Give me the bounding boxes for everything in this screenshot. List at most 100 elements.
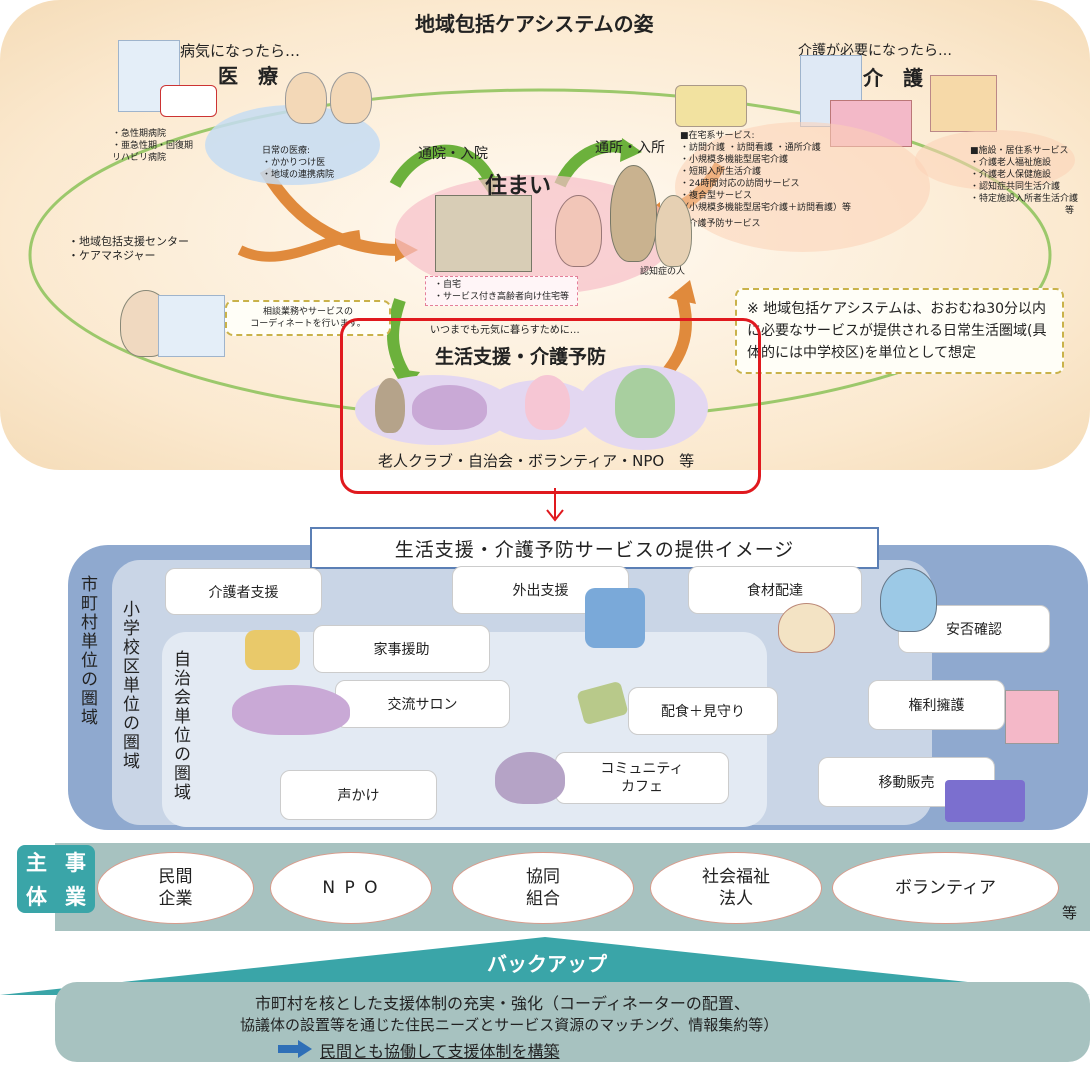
medical-prompt: 病気になったら… [180,42,301,60]
service-greeting: 声かけ [280,770,437,820]
home-service-item: （小規模多機能型居宅介護＋訪問看護）等 [680,203,852,213]
daily-medical: 日常の医療: ・かかりつけ医 ・地域の連携病院 [262,145,334,181]
page-title: 地域包括ケアシステムの姿 [415,12,654,36]
daily-medical-title: 日常の医療: [262,146,311,156]
delivery-cart-icon [778,603,835,653]
home-service-item: ・訪問介護 ・訪問看護 ・通所介護 [680,143,821,153]
hospital-list: ・急性期病院 ・亜急性期・回復期 リハビリ病院 [112,128,193,164]
daily-medical-item: ・かかりつけ医 [262,158,326,168]
operators-label: 主 事 体 業 [17,845,95,913]
facility-service-item: ・介護老人福祉施設 [970,158,1052,168]
prevention-label: 生活支援・介護予防 [435,346,607,368]
house-icon [435,195,532,272]
facility-service-item: ・特定施設入所者生活介護 [970,194,1079,204]
care-home-icon [930,75,997,132]
home-service-item: ・複合型サービス [680,191,753,201]
service-housework: 家事援助 [313,625,490,673]
operators-label-char: 業 [65,885,86,909]
prevention-prompt: いつまでも元気に暮らすために… [430,325,580,336]
vacuum-icon [245,630,300,670]
backup-title: バックアップ [487,952,607,976]
orange-arrow-mid [237,230,361,262]
operator-cooperative: 協同 組合 [452,852,634,924]
ambulance-icon [160,85,217,117]
facility-service-item: ■施設・居住系サービス [970,146,1069,156]
service-meal-watch: 配食＋見守り [628,687,778,735]
commute-left-label: 通院・入院 [418,146,488,162]
green-arrow-left [389,144,496,189]
facility-bubble [915,130,1075,190]
salon-group-icon [232,685,350,735]
support-center-item: ・ケアマネジャー [68,249,156,262]
hospital-item: ・急性期病院 [112,129,167,139]
operators-label-char: 主 [26,851,47,875]
elderly-group-icon [412,385,487,430]
backup-line-3: 民間とも協働して支援体制を構築 [320,1042,560,1061]
prevention-groups: 老人クラブ・自治会・ボランティア・NPO 等 [378,452,695,470]
service-caregiver-support: 介護者支援 [165,568,322,615]
home-service-item: ・短期入所生活介護 [680,167,762,177]
operator-volunteer: ボランティア [832,852,1059,924]
dementia-label: 認知症の人 [640,267,686,277]
dementia-person-icon [655,195,692,267]
housing-item: ・自宅 [434,280,462,290]
elderly-walking-icon [375,378,405,433]
city-area-label: 市町村単位の圏域 [77,575,97,727]
doctor-icon [285,72,327,124]
red-down-arrow [546,488,564,522]
home-services-list: ■在宅系サービス: ・訪問介護 ・訪問看護 ・通所介護 ・小規模多機能型居宅介護… [680,130,851,230]
facility-service-item: ・介護老人保健施設 [970,170,1052,180]
home-service-item: ・24時間対応の訪問サービス [680,179,800,189]
service-image-title: 生活支援・介護予防サービスの提供イメージ [310,527,879,569]
orange-arrow-left [259,166,401,256]
operators-label-char: 体 [26,885,47,909]
nurse-icon [330,72,372,124]
operator-private-company: 民間 企業 [97,852,254,924]
home-service-item: ■在宅系サービス: [680,131,755,141]
service-salon: 交流サロン [335,680,510,728]
commute-right-label: 通所・入所 [595,140,665,156]
operator-npo: N P O [270,852,432,924]
hospital-item: ・亜急性期・回復期 [112,141,194,151]
backup-panel [55,982,1090,1062]
rights-advocacy-icon [1005,690,1059,744]
volunteer-icon [615,368,675,438]
consult-note-line: コーディネートを行います。 [250,319,366,329]
association-area-label: 自治会単位の圏域 [170,650,190,802]
backup-line-2: 協議体の設置等を通じた住民ニーズとサービス資源のマッチング、情報集約等） [240,1016,779,1034]
medical-label: 医 療 [218,64,278,88]
housing-label: 住まい [485,174,552,199]
visit-worker-icon [880,568,937,632]
support-center: ・地域包括支援センター ・ケアマネジャー [68,235,189,263]
home-service-item: ■介護予防サービス [680,219,761,229]
sales-truck-icon [945,780,1025,822]
care-bubble [675,122,930,252]
backup-line-1: 市町村を核とした支援体制の充実・強化（コーディネーターの配置、 [255,994,750,1013]
backup-triangle [0,937,1090,995]
school-area-label: 小学校区単位の圏域 [119,600,139,771]
hospital-item: リハビリ病院 [112,153,167,163]
care-van-icon [675,85,747,127]
facility-etc: 等 [1065,206,1075,216]
housing-item: ・サービス付き高齢者向け住宅等 [434,292,570,302]
family-icon [555,195,602,267]
care-label: 介 護 [863,66,923,90]
support-center-item: ・地域包括支援センター [68,235,189,248]
daily-medical-item: ・地域の連携病院 [262,170,335,180]
area-note: ※ 地域包括ケアシステムは、おおむね30分以内に必要なサービスが提供される日常生… [735,288,1064,374]
operators-label-char: 事 [65,851,86,875]
prevention-highlight-box [340,318,761,494]
support-center-building-icon [158,295,225,357]
exercise-icon [525,375,570,430]
consult-note-line: 相談業務やサービスの [262,307,353,317]
operator-social-welfare: 社会福祉 法人 [650,852,822,924]
home-service-item: ・小規模多機能型居宅介護 [680,155,789,165]
facility-service-item: ・認知症共同生活介護 [970,182,1061,192]
operators-etc: 等 [1062,904,1078,922]
housing-list: ・自宅 ・サービス付き高齢者向け住宅等 [425,276,579,306]
green-arrow-down [387,298,411,379]
facility-services-list: ■施設・居住系サービス ・介護老人福祉施設 ・介護老人保健施設 ・認知症共同生活… [970,145,1078,205]
wheelchair-van-icon [585,588,645,648]
service-rights-advocacy: 権利擁護 [868,680,1005,730]
cafe-people-icon [495,752,565,804]
